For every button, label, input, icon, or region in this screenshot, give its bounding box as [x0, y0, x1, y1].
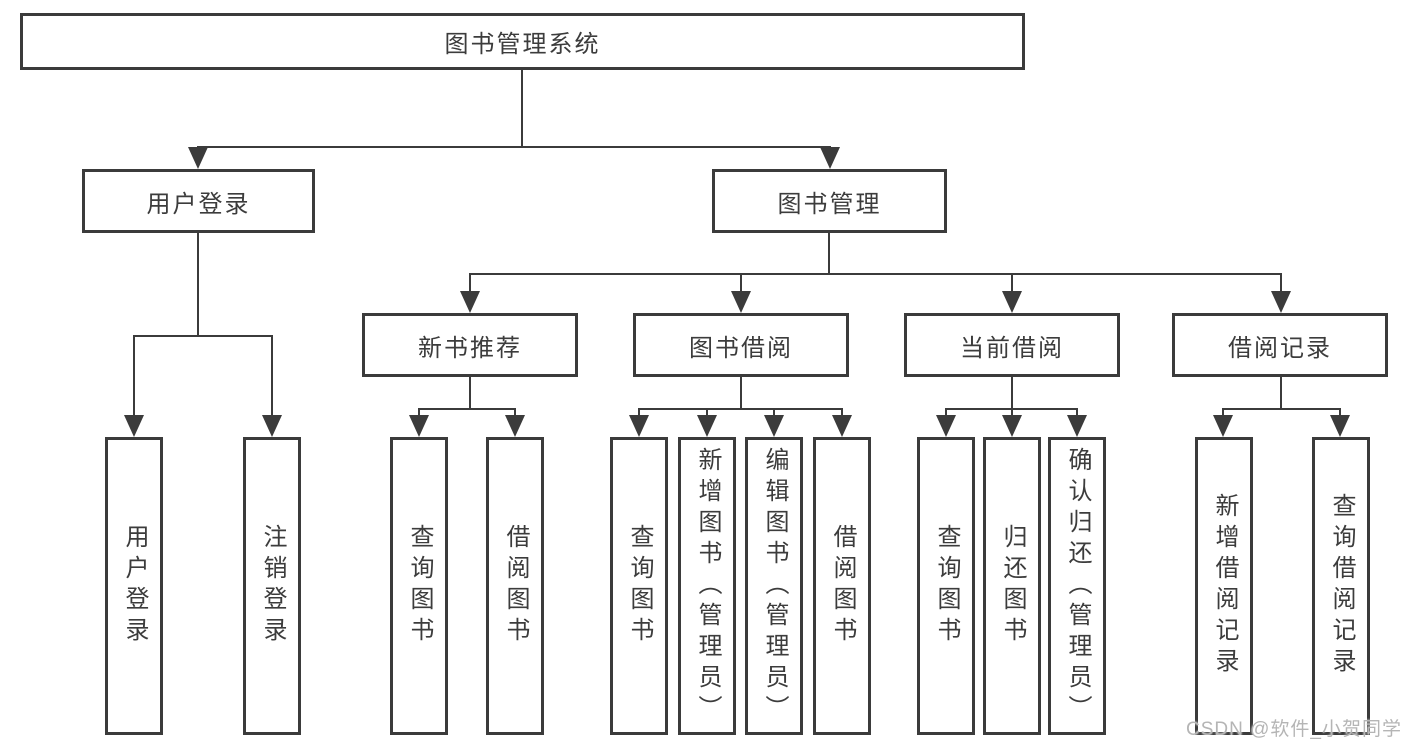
connector-line [638, 408, 640, 417]
node-borrow-record: 借阅记录 [1172, 313, 1388, 377]
leaf-label: 查询图书 [626, 524, 653, 648]
leaf-borrow-book-1: 借阅图书 [486, 437, 544, 735]
arrow-down-icon [936, 415, 956, 437]
leaf-confirm-return-admin: 确认归还（管理员） [1048, 437, 1106, 735]
arrow-down-icon [832, 415, 852, 437]
connector-line [521, 70, 523, 148]
node-label: 新书推荐 [418, 334, 522, 362]
leaf-query-book-3: 查询图书 [917, 437, 975, 735]
connector-line [740, 375, 742, 410]
connector-line [828, 231, 830, 275]
node-book-management: 图书管理 [712, 169, 947, 233]
connector-line [1011, 408, 1013, 417]
leaf-label: 归还图书 [999, 524, 1026, 648]
connector-line [740, 273, 742, 293]
connector-line [841, 408, 843, 417]
connector-line [271, 335, 273, 417]
arrow-down-icon [1067, 415, 1087, 437]
arrow-down-icon [1213, 415, 1233, 437]
node-root-system: 图书管理系统 [20, 13, 1025, 70]
leaf-query-book-1: 查询图书 [390, 437, 448, 735]
arrow-down-icon [1002, 291, 1022, 313]
leaf-label: 查询图书 [933, 524, 960, 648]
connector-line [418, 408, 516, 410]
node-label: 用户登录 [146, 190, 251, 218]
node-label: 借阅记录 [1228, 334, 1332, 362]
node-label: 当前借阅 [960, 334, 1064, 362]
connector-line [133, 335, 135, 417]
leaf-query-book-2: 查询图书 [610, 437, 668, 735]
connector-line [469, 273, 1282, 275]
connector-line [418, 408, 420, 417]
arrow-down-icon [188, 147, 208, 169]
leaf-return-book: 归还图书 [983, 437, 1041, 735]
arrow-down-icon [505, 415, 525, 437]
leaf-user-login: 用户登录 [105, 437, 163, 735]
connector-line [514, 408, 516, 417]
arrow-down-icon [124, 415, 144, 437]
connector-line [1280, 375, 1282, 410]
arrow-down-icon [1330, 415, 1350, 437]
node-book-borrow: 图书借阅 [633, 313, 849, 377]
connector-line [133, 335, 273, 337]
arrow-down-icon [262, 415, 282, 437]
node-label: 图书借阅 [689, 334, 793, 362]
connector-line [1222, 408, 1341, 410]
leaf-label: 注销登录 [259, 524, 286, 648]
leaf-label: 借阅图书 [829, 524, 856, 648]
arrow-down-icon [697, 415, 717, 437]
watermark: CSDN @软件_小贺同学 [1186, 719, 1402, 740]
arrow-down-icon [820, 147, 840, 169]
connector-line [197, 231, 199, 337]
connector-line [945, 408, 947, 417]
leaf-add-book-admin: 新增图书（管理员） [678, 437, 736, 735]
node-current-borrow: 当前借阅 [904, 313, 1120, 377]
node-label: 图书管理 [777, 190, 882, 218]
arrow-down-icon [629, 415, 649, 437]
connector-line [773, 408, 775, 417]
connector-line [706, 408, 708, 417]
leaf-edit-book-admin: 编辑图书（管理员） [745, 437, 803, 735]
leaf-label: 新增图书（管理员） [694, 446, 721, 726]
leaf-query-borrow-record: 查询借阅记录 [1312, 437, 1370, 735]
arrow-down-icon [1002, 415, 1022, 437]
connector-line [1339, 408, 1341, 417]
leaf-label: 确认归还（管理员） [1064, 446, 1091, 726]
leaf-add-borrow-record: 新增借阅记录 [1195, 437, 1253, 735]
leaf-label: 查询借阅记录 [1328, 493, 1355, 679]
connector-line [1280, 273, 1282, 293]
arrow-down-icon [731, 291, 751, 313]
connector-line [469, 375, 471, 410]
connector-line [638, 408, 843, 410]
leaf-logout: 注销登录 [243, 437, 301, 735]
leaf-label: 用户登录 [121, 524, 148, 648]
connector-line [197, 146, 831, 148]
connector-line [1076, 408, 1078, 417]
node-new-book-recommend: 新书推荐 [362, 313, 578, 377]
connector-line [1011, 375, 1013, 410]
arrow-down-icon [764, 415, 784, 437]
connector-line [469, 273, 471, 293]
leaf-label: 新增借阅记录 [1211, 493, 1238, 679]
arrow-down-icon [409, 415, 429, 437]
leaf-borrow-book-2: 借阅图书 [813, 437, 871, 735]
node-label: 图书管理系统 [444, 31, 601, 58]
leaf-label: 查询图书 [406, 524, 433, 648]
connector-line [1222, 408, 1224, 417]
arrow-down-icon [460, 291, 480, 313]
node-user-login: 用户登录 [82, 169, 315, 233]
leaf-label: 借阅图书 [502, 524, 529, 648]
connector-line [1011, 273, 1013, 293]
arrow-down-icon [1271, 291, 1291, 313]
leaf-label: 编辑图书（管理员） [761, 446, 788, 726]
